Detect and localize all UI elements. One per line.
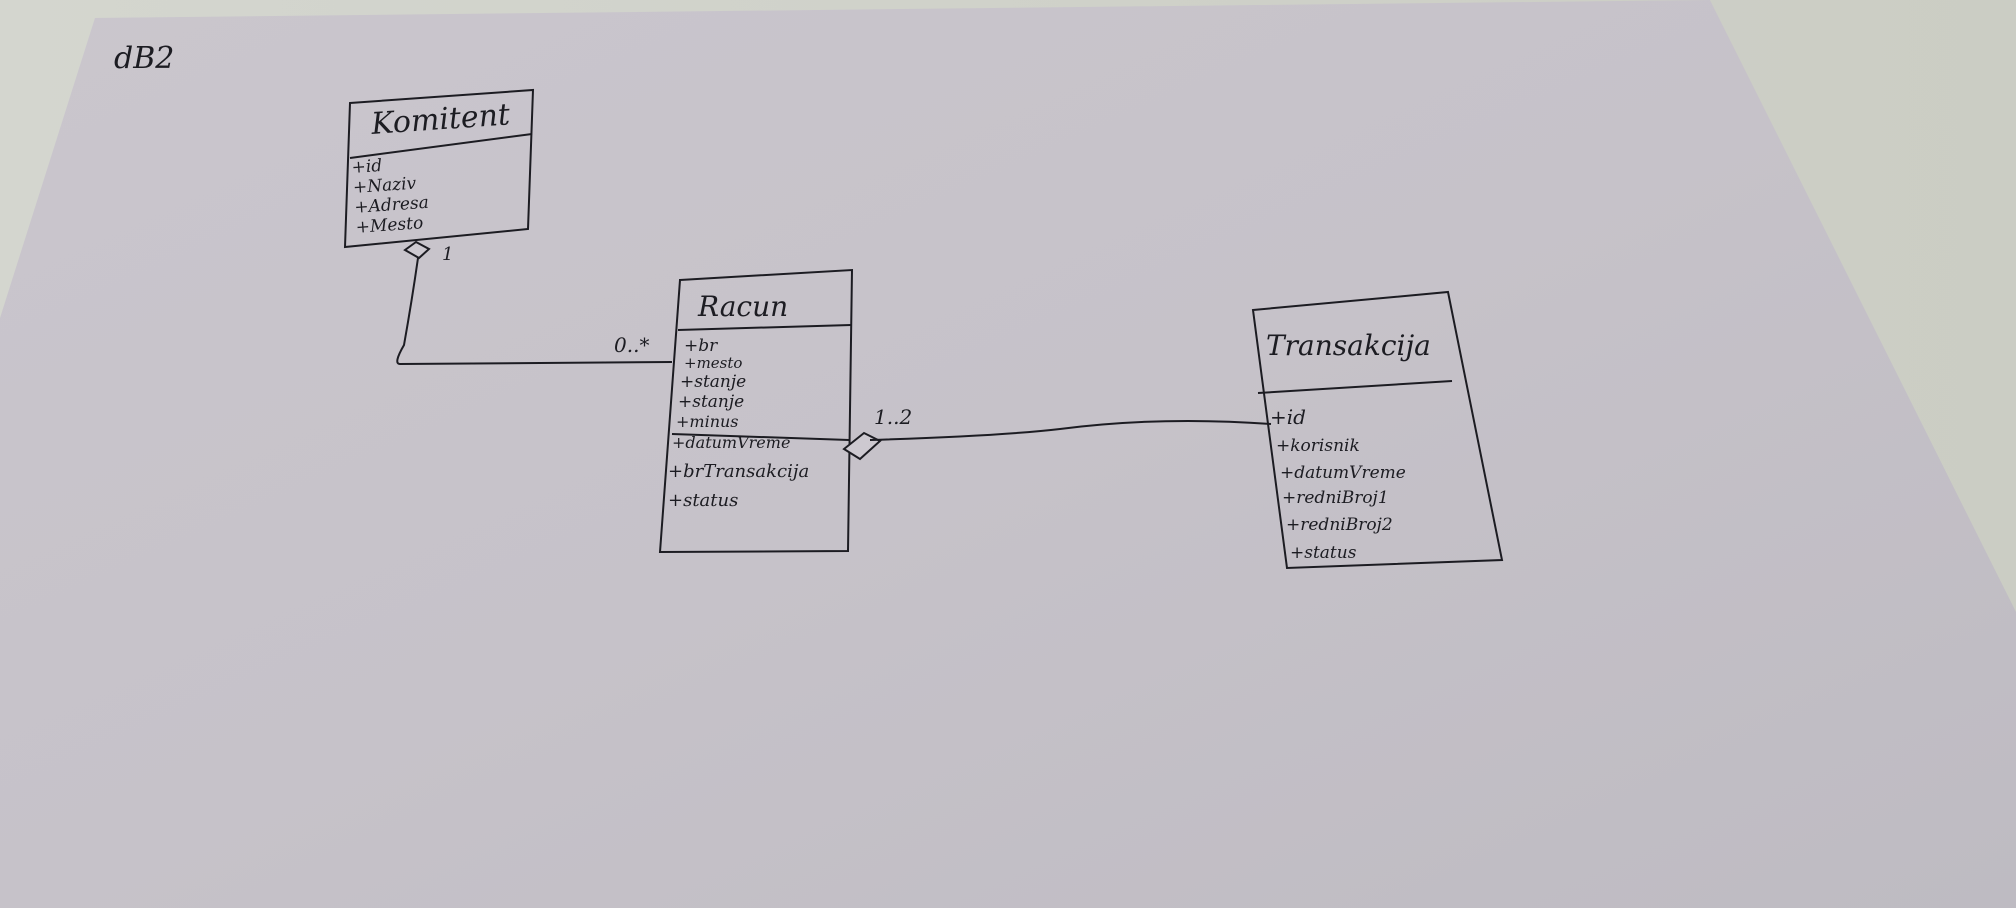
multiplicity-racun: 0..*	[614, 333, 649, 357]
racun-attr-minus: +minus	[676, 412, 739, 431]
transakcija-attr-rednibroj2: +redniBroj2	[1286, 515, 1393, 535]
transakcija-attr-id: +id	[1270, 405, 1306, 429]
transakcija-attr-datumvreme: +datumVreme	[1280, 463, 1406, 483]
racun-attr-stanje-2: +stanje	[678, 392, 744, 412]
racun-attr-status: +status	[668, 490, 738, 511]
class-transakcija: Transakcija +id +korisnik +datumVreme +r…	[1251, 290, 1504, 570]
class-komitent-attributes: +id +Naziv +Adresa +Mesto	[351, 156, 429, 238]
class-transakcija-border	[1251, 290, 1504, 570]
association-komitent-racun: 1 0..*	[396, 240, 673, 366]
komitent-attr-mesto: +Mesto	[355, 213, 424, 238]
class-komitent-divider	[349, 133, 533, 159]
association-racun-transakcija-line	[869, 419, 1272, 441]
sheet-label: dB2	[114, 41, 174, 76]
racun-attr-br: +br	[684, 336, 718, 356]
racun-attr-stanje: +stanje	[680, 372, 746, 392]
class-transakcija-name: Transakcija	[1266, 329, 1431, 362]
class-racun-name: Racun	[697, 290, 788, 323]
racun-attr-datumvreme: +datumVreme	[672, 433, 790, 452]
class-racun-divider	[677, 324, 852, 331]
association-racun-transakcija: 1..2	[842, 405, 1272, 461]
class-racun: Racun +br +mesto +stanje +stanje +minus …	[658, 268, 854, 554]
komitent-attr-naziv: +Naziv	[352, 174, 417, 198]
association-komitent-racun-line	[396, 257, 673, 366]
class-racun-divider-lower	[671, 433, 850, 441]
transakcija-attr-rednibroj1: +redniBroj1	[1282, 488, 1389, 508]
transakcija-attr-korisnik: +korisnik	[1276, 436, 1360, 456]
komitent-attr-id: +id	[351, 156, 383, 178]
class-komitent-border	[343, 88, 535, 249]
class-transakcija-divider	[1257, 380, 1453, 394]
class-racun-border	[658, 268, 854, 554]
racun-attr-mesto: +mesto	[684, 354, 742, 372]
class-komitent: Komitent +id +Naziv +Adresa +Mesto	[343, 88, 535, 249]
racun-attr-brtransakcija: +brTransakcija	[668, 461, 809, 482]
multiplicity-komitent: 1	[442, 244, 453, 265]
transakcija-attr-status: +status	[1290, 543, 1357, 563]
aggregation-diamond-icon	[403, 240, 431, 260]
multiplicity-transakcija: 1..2	[874, 405, 912, 429]
